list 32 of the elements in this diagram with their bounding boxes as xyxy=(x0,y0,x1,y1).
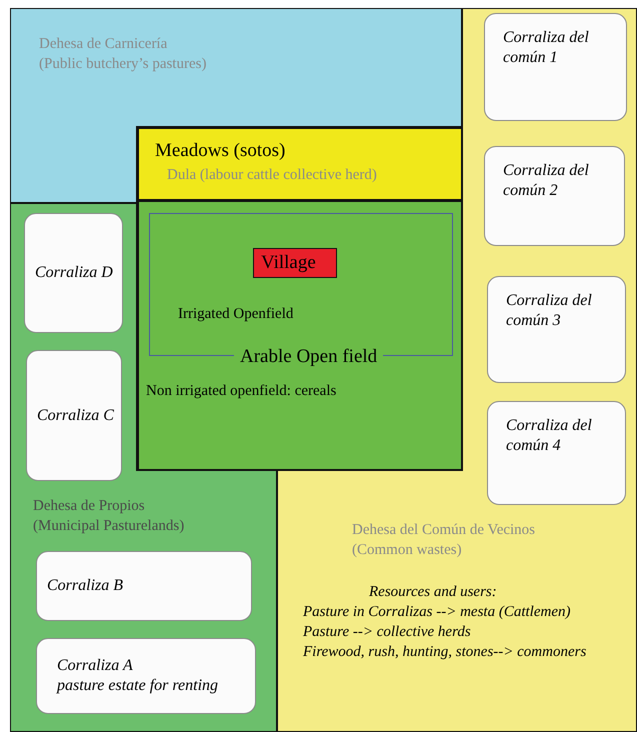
area-note: Firewood, rush, hunting, stones--> commoners xyxy=(303,643,586,662)
area-note: Dula (labour cattle collective herd) xyxy=(167,166,377,185)
village-box xyxy=(253,248,337,278)
area-title: Irrigated Openfield xyxy=(178,305,294,324)
plot-name: Corraliza D xyxy=(35,263,114,283)
corral-plot-box xyxy=(487,276,626,383)
arable-field xyxy=(137,200,463,471)
plot-name: Corraliza A xyxy=(56,656,134,676)
area-title: Meadows (sotos) xyxy=(155,139,286,163)
plot-note: pasture estate for renting xyxy=(55,676,220,696)
plot-name: Corraliza del común 1 xyxy=(503,28,590,68)
area-note: Pasture in Corralizas --> mesta (Cattlemen) xyxy=(303,603,570,622)
corral-plot-box xyxy=(36,638,256,714)
plot-name: Corraliza del común 4 xyxy=(506,416,593,456)
plot-name: Corraliza del común 3 xyxy=(506,291,593,331)
corral-plot-box xyxy=(24,213,123,333)
corral-plot-box xyxy=(484,146,625,246)
plot-name: Corraliza B xyxy=(47,576,124,596)
area-note: Pasture --> collective herds xyxy=(303,623,471,642)
area-title: Dehesa de Carnicería (Public butchery’s pastures) xyxy=(39,35,208,74)
plot-name: Corraliza del común 2 xyxy=(503,161,590,201)
corral-plot-box xyxy=(484,13,627,121)
meadow-band xyxy=(137,127,463,201)
corral-plot-box xyxy=(487,401,626,505)
area-title: Dehesa de Propios (Municipal Pasturelands) xyxy=(33,497,186,536)
corral-plot-box xyxy=(36,551,252,621)
plot-name: Corraliza C xyxy=(37,406,113,426)
area-title: Dehesa del Común de Vecinos (Common wastes) xyxy=(352,521,536,560)
area-title: Village xyxy=(261,251,316,275)
corral-plot-box xyxy=(26,350,122,481)
area-note: Resources and users: xyxy=(369,583,497,602)
area-note: Non irrigated openfield: cereals xyxy=(146,382,336,401)
